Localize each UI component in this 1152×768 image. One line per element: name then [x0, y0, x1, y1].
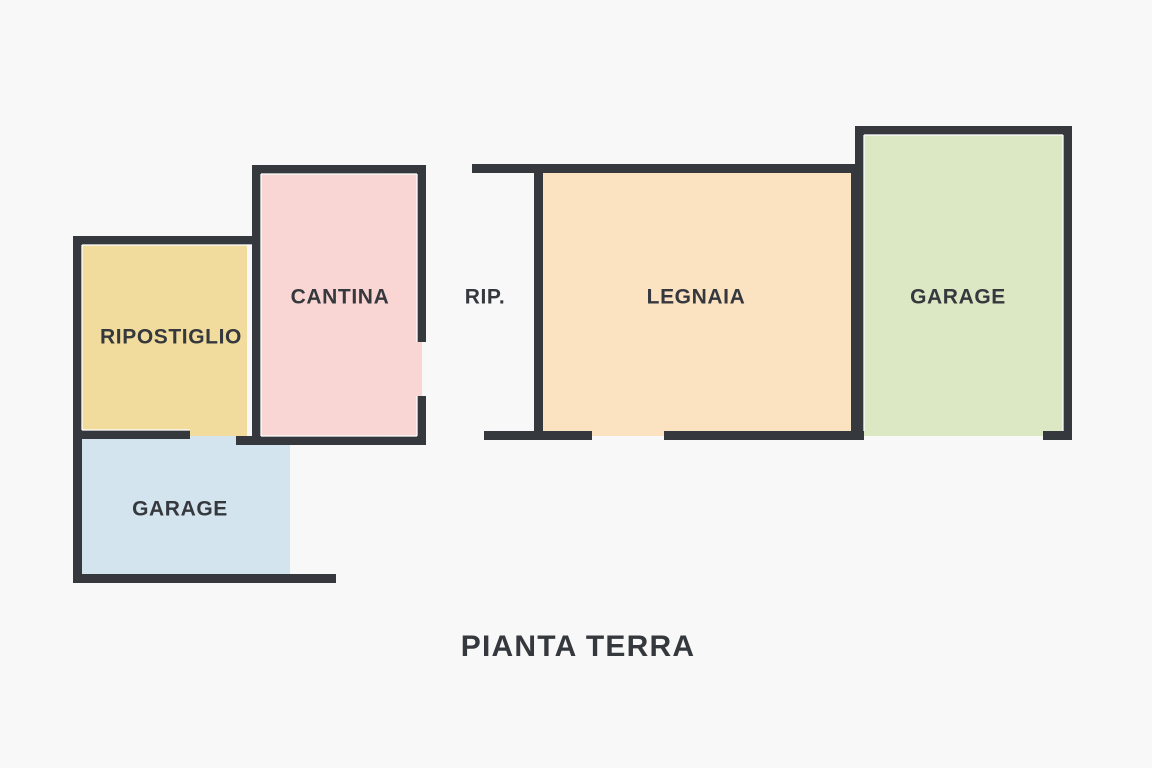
- room-fill-legnaia: [542, 169, 855, 436]
- room-label-rip: RIP.: [465, 286, 506, 309]
- wall-garage-right-east: [1063, 126, 1072, 440]
- wall-right-south-left: [484, 431, 592, 440]
- room-label-cantina: CANTINA: [291, 286, 390, 309]
- wall-cantina-west: [252, 165, 261, 445]
- wall-right-north: [472, 164, 856, 173]
- wall-right-south-mid: [664, 431, 860, 440]
- room-label-garage-left: GARAGE: [132, 498, 228, 521]
- wall-garage-left-south: [73, 574, 336, 583]
- room-fill-cantina: [256, 169, 422, 436]
- wall-cantina-south: [236, 436, 426, 445]
- wall-inner-highlights: [81, 134, 1064, 437]
- wall-cantina-east-upper: [417, 165, 426, 342]
- highlight-garage-right: [863, 134, 1064, 431]
- wall-cantina-east-lower: [417, 396, 426, 445]
- room-fill-garage-right: [860, 131, 1068, 436]
- wall-garage-right-west: [855, 126, 864, 440]
- room-label-ripostiglio: RIPOSTIGLIO: [100, 326, 242, 349]
- wall-ripostiglio-south-left: [73, 430, 190, 439]
- room-fill-ripostiglio: [77, 240, 247, 436]
- plan-title: PIANTA TERRA: [461, 630, 695, 663]
- highlight-cantina: [260, 173, 418, 437]
- room-fill-garage-left: [77, 436, 290, 583]
- room-labels: RIPOSTIGLIO CANTINA GARAGE RIP. LEGNAIA …: [100, 286, 1006, 521]
- walls: [73, 126, 1072, 583]
- wall-rip-east: [534, 164, 543, 436]
- room-label-garage-right: GARAGE: [910, 286, 1006, 309]
- wall-garage-right-north: [855, 126, 1072, 135]
- wall-cantina-north: [252, 165, 426, 174]
- wall-left-outer-west: [73, 236, 82, 583]
- room-label-legnaia: LEGNAIA: [647, 286, 746, 309]
- highlight-ripostiglio: [81, 244, 252, 431]
- wall-left-outer-north: [73, 236, 256, 245]
- wall-garage-right-south-right: [1043, 431, 1072, 440]
- room-fills: [77, 131, 1068, 583]
